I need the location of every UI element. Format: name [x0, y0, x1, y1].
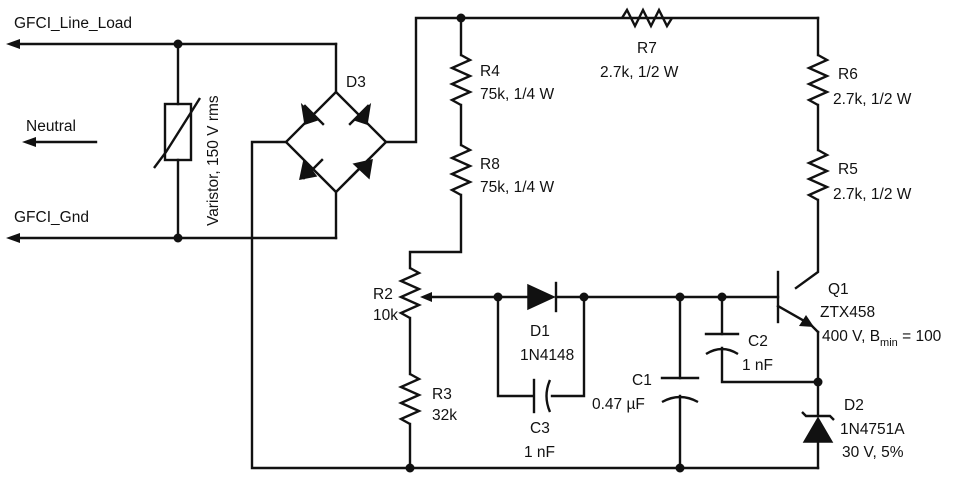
zener-diode-icon: [802, 416, 834, 443]
diode-icon: [300, 102, 319, 125]
d1-value: 1N4148: [520, 347, 574, 364]
gnd-label: GFCI_Gnd: [14, 209, 89, 226]
r6-name: R6: [838, 66, 858, 83]
c3-value: 1 nF: [524, 444, 555, 461]
capacitor-c2: C2 1 nF: [704, 295, 820, 384]
wiper-arrow-icon: [420, 292, 432, 302]
varistor: Varistor, 150 V rms: [153, 39, 222, 243]
d1-name: D1: [530, 323, 550, 340]
diode-d1: D1 1N4148: [520, 281, 574, 364]
r3-value: 32k: [432, 407, 457, 424]
r6-value: 2.7k, 1/2 W: [833, 91, 912, 108]
arrow-left-icon: [22, 137, 36, 147]
r5-value: 2.7k, 1/2 W: [833, 186, 912, 203]
q1-name: Q1: [828, 281, 849, 298]
terminal-neutral: Neutral: [22, 118, 98, 147]
r8-name: R8: [480, 156, 500, 173]
c2-name: C2: [748, 333, 768, 350]
transistor-q1: Q1 ZTX458 400 V, Bmin = 100: [776, 270, 942, 384]
resistor-r6: R6 2.7k, 1/2 W: [806, 53, 912, 108]
terminal-gnd: GFCI_Gnd: [6, 209, 338, 243]
resistor-r3: R3 32k: [398, 372, 457, 426]
c2-value: 1 nF: [742, 357, 773, 374]
q1-spec: 400 V, Bmin = 100: [822, 328, 942, 349]
r4-value: 75k, 1/4 W: [480, 86, 554, 103]
diode-icon: [299, 158, 318, 180]
r7-name: R7: [637, 40, 657, 57]
r2-name: R2: [373, 286, 393, 303]
c3-name: C3: [530, 420, 550, 437]
terminal-line-load: GFCI_Line_Load: [6, 15, 338, 49]
neutral-label: Neutral: [26, 118, 76, 135]
line-load-label: GFCI_Line_Load: [14, 15, 132, 32]
d2-value: 1N4751A: [840, 421, 905, 438]
r5-name: R5: [838, 161, 858, 178]
c1-value: 0.47 µF: [592, 396, 645, 413]
resistor-r7: R7 2.7k, 1/2 W: [600, 7, 679, 81]
resistor-r4: R4 75k, 1/4 W: [449, 16, 554, 107]
capacitor-c1: C1 0.47 µF: [592, 295, 700, 470]
potentiometer-r2: R2 10k: [373, 266, 432, 324]
arrow-left-icon: [6, 39, 20, 49]
emitter-arrow-icon: [799, 315, 814, 327]
r8-value: 75k, 1/4 W: [480, 179, 554, 196]
d2-rating: 30 V, 5%: [842, 444, 904, 461]
diode-icon: [352, 159, 373, 180]
capacitor-c3: C3 1 nF: [524, 378, 555, 461]
resistor-r8: R8 75k, 1/4 W: [449, 143, 554, 197]
c1-name: C1: [632, 372, 652, 389]
arrow-left-icon: [6, 233, 20, 243]
resistor-r5: R5 2.7k, 1/2 W: [806, 148, 912, 203]
r4-name: R4: [480, 63, 500, 80]
bridge-rectifier-d3: D3: [284, 42, 388, 240]
diode-icon: [527, 283, 556, 311]
varistor-label: Varistor, 150 V rms: [205, 95, 222, 226]
zener-diode-d2: D2 1N4751A 30 V, 5%: [801, 380, 905, 470]
d3-label: D3: [346, 74, 366, 91]
r2-value: 10k: [373, 307, 398, 324]
d2-name: D2: [844, 397, 864, 414]
q1-part: ZTX458: [820, 304, 875, 321]
r3-name: R3: [432, 386, 452, 403]
r7-value: 2.7k, 1/2 W: [600, 64, 679, 81]
